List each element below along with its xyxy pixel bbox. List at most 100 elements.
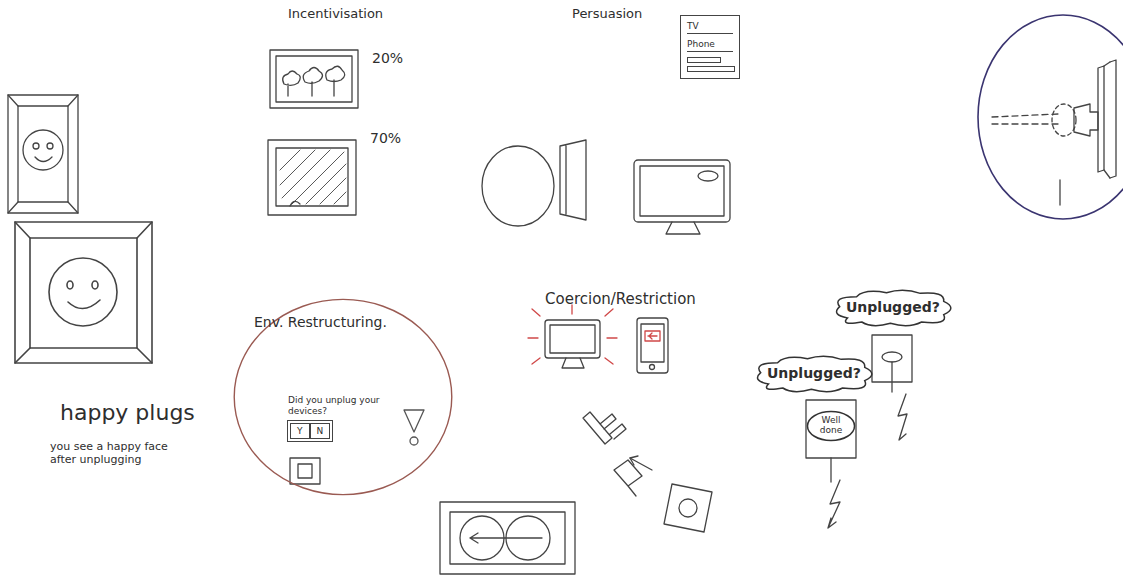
oval-node: Well done	[807, 411, 855, 441]
sketch-stroke	[35, 157, 52, 162]
plug-sequence	[583, 412, 712, 532]
sketch-stroke	[634, 160, 730, 222]
happy-frame	[15, 222, 152, 363]
sketch-stroke	[891, 362, 892, 392]
sketch-stroke	[806, 400, 856, 458]
sketch-stroke	[270, 50, 358, 108]
doc-node: TV Phone	[680, 15, 740, 79]
sketch-stroke	[898, 394, 907, 440]
region-title: Env. Restructuring.	[254, 314, 387, 330]
sketch-stroke	[290, 201, 300, 206]
talking-plug	[872, 335, 912, 440]
prompt-text: Did you unplug your devices?	[288, 395, 416, 417]
sketch-stroke	[828, 480, 840, 528]
concept-note: you see a happy face after unplugging	[50, 440, 190, 466]
column-heading: Coercion/Restriction	[545, 290, 696, 308]
blob-path	[234, 299, 452, 494]
sketch-stroke	[404, 410, 424, 432]
list-line	[687, 33, 733, 34]
socket-closeup	[978, 15, 1123, 219]
sketch-stroke	[23, 130, 63, 170]
sketch-stroke	[1098, 60, 1116, 178]
oval-path	[807, 412, 854, 441]
cloud-path	[837, 290, 951, 326]
sketch-stroke	[15, 222, 152, 363]
sketch-stroke	[8, 95, 78, 213]
sketch-stroke	[268, 140, 356, 215]
sketch-stroke	[33, 143, 39, 149]
answer-cell: Y	[290, 423, 310, 439]
sketch-stroke	[664, 484, 712, 532]
sketch-stroke	[47, 143, 53, 149]
sketch-stroke	[882, 352, 902, 362]
list-item: Phone	[687, 39, 733, 50]
sketch-stroke	[550, 325, 595, 353]
speech-text: Unplugged?	[767, 366, 861, 381]
sketch-stroke	[8, 95, 78, 213]
sketch-stroke	[666, 222, 700, 234]
sketch-stroke	[560, 140, 586, 220]
picture-frame	[268, 140, 356, 215]
yn-node: Did you unplug your devices?YN	[287, 420, 333, 442]
percentage: 70%	[370, 130, 401, 147]
sketch-stroke	[1074, 104, 1098, 136]
sketch-stroke	[562, 358, 584, 368]
egg-sketch	[482, 140, 586, 226]
sketch-stroke	[698, 171, 718, 181]
sketch-stroke	[276, 56, 352, 102]
sketch-stroke	[440, 502, 575, 574]
sketch-stroke	[679, 499, 697, 517]
sketch-stroke	[650, 365, 655, 370]
picture-frame	[270, 50, 358, 108]
list-bar	[687, 57, 721, 63]
sketch-stroke	[830, 458, 831, 482]
sketch-stroke	[298, 464, 312, 478]
sketch-stroke	[992, 114, 1058, 124]
sketch-stroke	[326, 66, 345, 96]
socket-plate	[440, 502, 575, 574]
tablet-sketch	[637, 318, 668, 373]
badge-text: Well done	[814, 416, 848, 436]
sketch-stroke	[648, 333, 657, 339]
concept-name: happy plugs	[60, 400, 195, 426]
sketch-stroke	[410, 437, 418, 445]
talking-plug	[806, 400, 856, 528]
column-heading: Persuasion	[572, 6, 642, 22]
cloud-path	[758, 356, 872, 392]
percentage: 20%	[372, 50, 403, 67]
sketch-stroke	[637, 318, 668, 373]
sketch-stroke	[49, 258, 117, 326]
list-bar	[687, 66, 735, 72]
sketch-stroke	[641, 324, 664, 362]
sketch-stroke	[645, 331, 660, 341]
sketch-stroke	[67, 281, 73, 289]
speech-text: Unplugged?	[846, 300, 940, 315]
sketch-stroke	[470, 533, 542, 543]
text-column: Unplugged?	[846, 300, 940, 315]
sketch-stroke	[614, 460, 642, 496]
glowing-monitor	[528, 305, 617, 368]
sketch-stroke	[92, 281, 98, 289]
sketch-stroke	[482, 146, 554, 226]
sketch-stroke	[303, 68, 322, 97]
monitor-sketch	[634, 160, 730, 234]
sketch-stroke	[583, 412, 626, 444]
sketch-stroke	[545, 320, 600, 358]
list-line	[687, 51, 733, 52]
sketch-stroke	[18, 106, 68, 202]
sketch-stroke	[640, 166, 724, 216]
sketch-stroke	[1059, 180, 1060, 205]
sketch-stroke	[68, 300, 100, 309]
sketch-stroke	[276, 148, 348, 206]
button-sketch	[290, 458, 320, 484]
text-column: Well done	[814, 416, 848, 436]
blob-node: Env. Restructuring. Did you unplug your d…	[232, 296, 454, 498]
list-item: TV	[687, 21, 733, 32]
sketch-stroke	[280, 150, 346, 204]
sketch-stroke	[528, 305, 617, 364]
sketch-stroke	[290, 458, 320, 484]
sketch-stroke	[978, 15, 1123, 219]
sketch-stroke	[1052, 104, 1076, 136]
sketch-stroke	[450, 512, 565, 564]
